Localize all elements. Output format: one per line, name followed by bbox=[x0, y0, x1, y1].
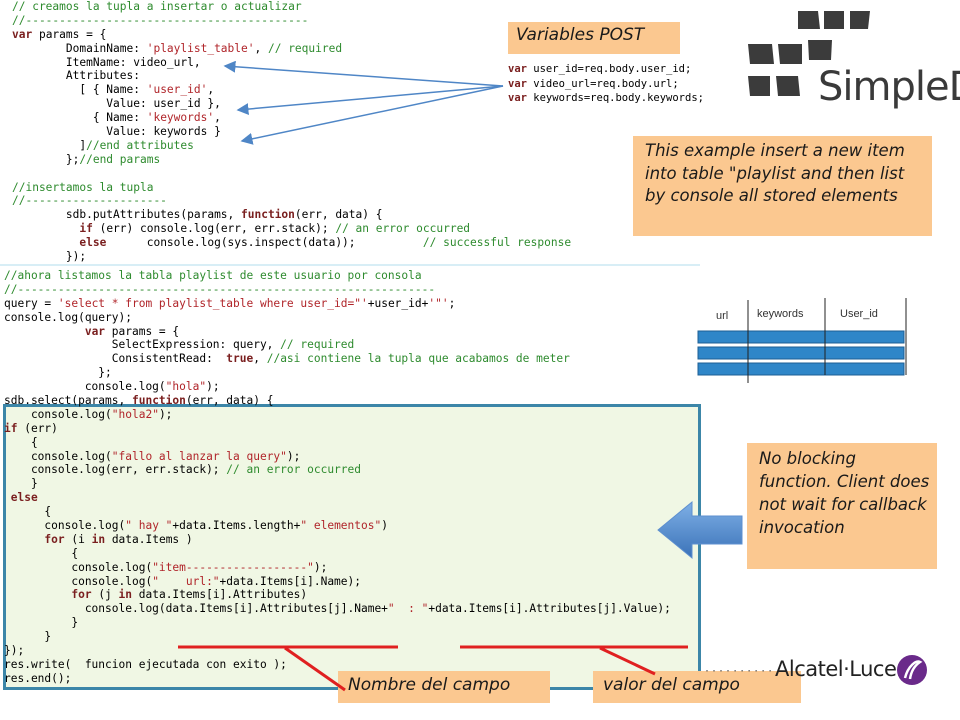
code-line: res.write( funcion ejecutada con exito )… bbox=[4, 657, 287, 671]
code-line: console.log(query); bbox=[4, 310, 132, 324]
code-line: Value: user_id }, bbox=[12, 97, 221, 111]
code-line: console.log("hola"); bbox=[4, 380, 220, 394]
code-line: { bbox=[4, 505, 52, 519]
code-line: //ahora listamos la tabla playlist de es… bbox=[4, 269, 422, 282]
code-line: res.end(); bbox=[4, 671, 72, 685]
code-line: else console.log(sys.inspect(data)); // … bbox=[79, 236, 572, 250]
alcatel-lucent-logo: Alcatel·Lucent bbox=[775, 657, 917, 681]
table-diagram bbox=[697, 298, 907, 383]
code-line: } bbox=[4, 616, 79, 630]
code-block-select: //ahora listamos la tabla playlist de es… bbox=[4, 269, 671, 686]
code-line: console.log("fallo al lanzar la query"); bbox=[4, 449, 301, 463]
post-variables-code: var user_id=req.body.user_id;var video_u… bbox=[508, 62, 704, 106]
alcatel-lucent-emblem-icon bbox=[897, 655, 927, 685]
code-line: //--------------------- bbox=[12, 194, 167, 208]
code-line: for (i in data.Items ) bbox=[44, 532, 193, 546]
code-line: } bbox=[4, 630, 52, 644]
code-line: for (j in data.Items[i].Attributes) bbox=[71, 588, 308, 602]
code-line: query = 'select * from playlist_table wh… bbox=[4, 296, 456, 310]
table-header-keywords: keywords bbox=[757, 308, 804, 320]
code-line: } bbox=[4, 477, 38, 491]
code-line: console.log(err, err.stack); // an error… bbox=[4, 463, 361, 477]
code-line: ItemName: video_url, bbox=[12, 55, 201, 69]
code-line: Attributes: bbox=[12, 69, 140, 83]
code-line: //insertamos la tupla bbox=[12, 180, 154, 194]
code-line: sdb.select(params, function(err, data) { bbox=[4, 394, 274, 408]
simpledb-logo: SimpleDB bbox=[818, 64, 960, 110]
post-variables-label: Variables POST bbox=[508, 22, 680, 54]
code-line: console.log("hola2"); bbox=[4, 407, 173, 421]
table-header-url: url bbox=[716, 310, 729, 322]
field-value-label: valor del campo bbox=[593, 671, 801, 703]
table-header-user-id: User_id bbox=[840, 308, 878, 320]
code-line: }; bbox=[4, 366, 112, 380]
code-line: console.log("item------------------"); bbox=[4, 560, 328, 574]
code-line: sdb.putAttributes(params, function(err, … bbox=[12, 208, 383, 222]
simpledb-cubes-icon bbox=[748, 11, 870, 96]
code-line: if (err) bbox=[4, 421, 58, 435]
non-blocking-note: No blocking function. Client does not wa… bbox=[747, 443, 937, 569]
post-var-line: var user_id=req.body.user_id; bbox=[508, 63, 692, 75]
code-block-insert: // creamos la tupla a insertar o actuali… bbox=[12, 0, 571, 264]
code-line: [ { Name: 'user_id', bbox=[12, 83, 215, 97]
code-line: console.log(" url:"+data.Items[i].Name); bbox=[4, 574, 361, 588]
code-line: console.log(" hay "+data.Items.length+" … bbox=[4, 519, 388, 533]
code-line: }); bbox=[12, 250, 87, 264]
code-line: ]//end attributes bbox=[12, 138, 194, 152]
post-var-line: var video_url=req.body.url; bbox=[508, 77, 679, 90]
post-var-line: var keywords=req.body.keywords; bbox=[508, 92, 704, 104]
code-line: };//end params bbox=[12, 152, 161, 166]
code-line: console.log(data.Items[i].Attributes[j].… bbox=[4, 602, 671, 616]
field-name-label: Nombre del campo bbox=[338, 671, 550, 703]
section-divider bbox=[0, 264, 700, 266]
code-line: { Name: 'keywords', bbox=[12, 111, 221, 125]
dotted-divider: ·········· bbox=[704, 666, 775, 677]
code-line: }); bbox=[4, 644, 25, 658]
red-annotation-marks bbox=[178, 645, 688, 692]
code-line: ConsistentRead: true, //asi contiene la … bbox=[4, 352, 570, 366]
code-line: else bbox=[10, 491, 38, 505]
code-line: // creamos la tupla a insertar o actuali… bbox=[12, 0, 302, 13]
code-line: Value: keywords } bbox=[12, 125, 221, 139]
code-line: DomainName: 'playlist_table', // require… bbox=[12, 41, 343, 55]
left-arrow-icon bbox=[657, 500, 743, 560]
code-line: { bbox=[4, 546, 79, 560]
code-line: var params = { bbox=[84, 324, 180, 338]
callback-highlight-box bbox=[3, 404, 701, 690]
insert-example-note: This example insert a new item into tabl… bbox=[633, 136, 932, 236]
code-line: { bbox=[4, 435, 38, 449]
code-line: if (err) console.log(err, err.stack); //… bbox=[79, 222, 471, 236]
code-line: SelectExpression: query, // required bbox=[4, 338, 355, 352]
code-line: var params = { bbox=[12, 27, 107, 41]
code-line: //--------------------------------------… bbox=[4, 282, 436, 296]
code-line: //--------------------------------------… bbox=[12, 13, 309, 27]
